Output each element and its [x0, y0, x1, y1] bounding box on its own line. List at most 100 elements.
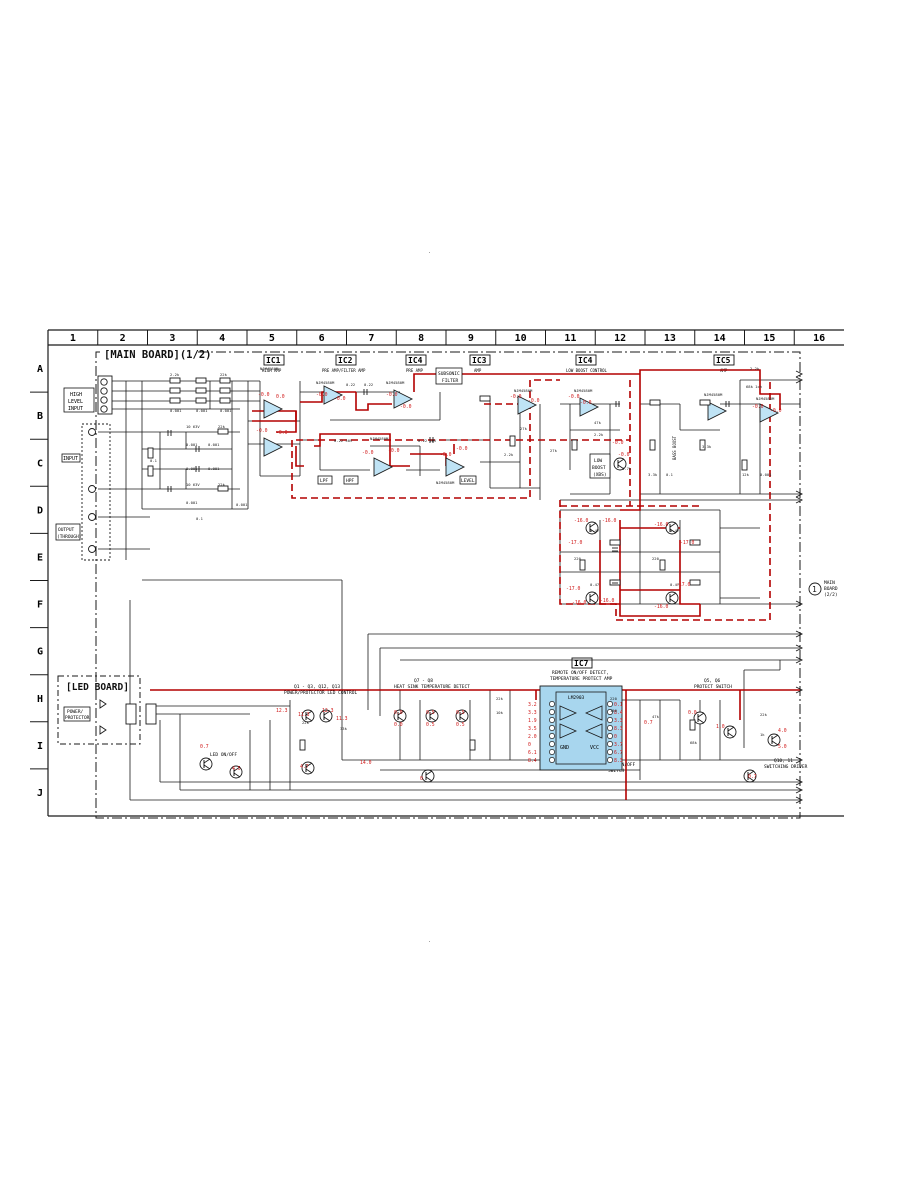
svg-text:0.47: 0.47 — [670, 582, 679, 587]
svg-text:68k: 68k — [690, 740, 698, 745]
ic-label-ic4-low: IC4 LOW BOOST CONTROL — [566, 354, 608, 373]
input-label: INPUT — [61, 453, 81, 463]
row-label: E — [37, 552, 43, 563]
transistor-symbol — [301, 761, 315, 775]
lpf-label: LPF — [317, 475, 333, 485]
transistor-symbol — [613, 457, 627, 471]
input-connector — [81, 375, 113, 561]
svg-text:0.7: 0.7 — [200, 744, 209, 750]
svg-text:0.22 50V: 0.22 50V — [334, 438, 353, 443]
svg-text:-0.0: -0.0 — [256, 428, 268, 434]
transistor-symbol — [319, 709, 333, 723]
svg-text:PROTECTOR: PROTECTOR — [65, 715, 90, 721]
svg-text:11.3: 11.3 — [298, 712, 310, 718]
q7-q8-caption: Q7 - Q8 HEAT SINK TEMPERATURE DETECT — [394, 678, 470, 690]
svg-text:LEVEL: LEVEL — [68, 399, 83, 405]
column-label: 7 — [368, 333, 374, 344]
svg-text:HIGH: HIGH — [70, 392, 82, 398]
ic7-right-voltage: 3.3 — [614, 718, 623, 724]
svg-text:0.1: 0.1 — [666, 472, 674, 477]
svg-text:SUBSONIC: SUBSONIC — [438, 371, 460, 377]
wiring — [98, 379, 800, 801]
opamp-symbol — [263, 437, 284, 457]
transistor-symbol — [585, 521, 599, 535]
ic7-pin-gnd: GND — [560, 745, 569, 751]
transistor-symbol — [425, 709, 439, 723]
svg-text:-0.0: -0.0 — [386, 392, 398, 398]
ic2-caption: PRE AMP/FILTER AMP — [322, 368, 366, 373]
ic-label-ic1: IC1 HIGH AMP — [262, 354, 285, 373]
svg-text:POWER/: POWER/ — [67, 709, 84, 715]
svg-text:-0.0: -0.0 — [568, 394, 580, 400]
svg-text:5.0: 5.0 — [778, 744, 787, 750]
svg-text:HPF: HPF — [346, 478, 354, 484]
svg-text:0.001: 0.001 — [760, 472, 772, 477]
svg-text:-17.0: -17.0 — [676, 582, 691, 588]
ic7-left-voltage: 2.0 — [528, 734, 537, 740]
svg-text:LEVEL: LEVEL — [461, 478, 475, 484]
row-label: I — [37, 741, 43, 752]
svg-text:4.7k: 4.7k — [622, 466, 632, 471]
svg-text:-0.0: -0.0 — [770, 408, 782, 414]
led-board-title: [LED BOARD] — [66, 682, 129, 693]
opamp-symbol — [263, 399, 284, 419]
svg-text:0.0: 0.0 — [688, 710, 697, 716]
bass-boost-label: BASS BOOST — [672, 435, 677, 460]
page-mark-top: . — [428, 249, 431, 255]
ic7-right-voltage: 6.7 — [614, 750, 623, 756]
svg-text:0.001: 0.001 — [170, 408, 182, 413]
column-label: 10 — [515, 333, 527, 344]
svg-text:0.001: 0.001 — [186, 442, 198, 447]
ic7-pin-left — [549, 701, 555, 707]
svg-text:-0.0: -0.0 — [334, 396, 346, 402]
svg-text:LOW: LOW — [594, 458, 602, 464]
svg-text:10 63V: 10 63V — [186, 482, 200, 487]
svg-text:NJM4580M: NJM4580M — [386, 380, 405, 385]
column-label: 9 — [468, 333, 474, 344]
svg-text:22k: 22k — [496, 696, 504, 701]
transistor-symbol — [693, 711, 707, 725]
q5-q6-caption: Q5, Q6 PROTECT SWITCH — [694, 678, 732, 690]
svg-text:-16.0: -16.0 — [600, 598, 615, 604]
svg-text:0.22: 0.22 — [346, 382, 355, 387]
svg-text:INPUT: INPUT — [68, 406, 83, 412]
column-label: 6 — [319, 333, 325, 344]
column-label: 14 — [714, 333, 726, 344]
svg-text:-0.0: -0.0 — [400, 404, 412, 410]
svg-text:-0.0: -0.0 — [276, 430, 288, 436]
grid-frame — [47, 329, 844, 817]
svg-text:NJM4580M: NJM4580M — [574, 388, 593, 393]
svg-text:2.2k: 2.2k — [504, 452, 514, 457]
ic7-caption-2: TEMPERATURE PROTECT AMP — [550, 676, 613, 682]
row-label: C — [37, 458, 43, 469]
ic7-tag: IC7 — [574, 659, 589, 668]
svg-text:0.5: 0.5 — [456, 722, 465, 728]
passive-components — [147, 377, 748, 751]
svg-text:0.7: 0.7 — [644, 720, 653, 726]
ic7-pin-right — [607, 709, 613, 715]
transistor-symbol — [767, 733, 781, 747]
ic7-left-voltage: 0 — [528, 742, 531, 748]
svg-text:-16.0: -16.0 — [572, 600, 587, 606]
opamp-symbol — [579, 397, 600, 417]
ic7-right-voltage: 8.3 — [614, 726, 623, 732]
ic7-pin-right — [607, 717, 613, 723]
row-label: F — [37, 600, 43, 611]
ic3-caption: AMP — [474, 368, 482, 373]
q10-11-caption: Q10, 11 SWITCHING DRIVER — [764, 758, 808, 770]
svg-text:(2/2): (2/2) — [824, 592, 838, 598]
svg-text:4.5: 4.5 — [232, 766, 241, 772]
svg-text:NJM4580M: NJM4580M — [704, 392, 723, 397]
low-boost-label: LOW BOOST (XBS) — [589, 453, 611, 479]
ic7-caption-1: REMOTE ON/OFF DETECT, — [552, 670, 609, 676]
svg-text:22k: 22k — [220, 372, 228, 377]
ic5-tag: IC5 — [716, 356, 731, 365]
svg-text:0.1: 0.1 — [150, 458, 158, 463]
transistors — [199, 457, 781, 783]
svg-text:12.3: 12.3 — [276, 708, 288, 714]
svg-text:0: 0 — [420, 776, 423, 782]
svg-text:-17.0: -17.0 — [680, 540, 695, 546]
svg-text:-16.0: -16.0 — [574, 518, 589, 524]
